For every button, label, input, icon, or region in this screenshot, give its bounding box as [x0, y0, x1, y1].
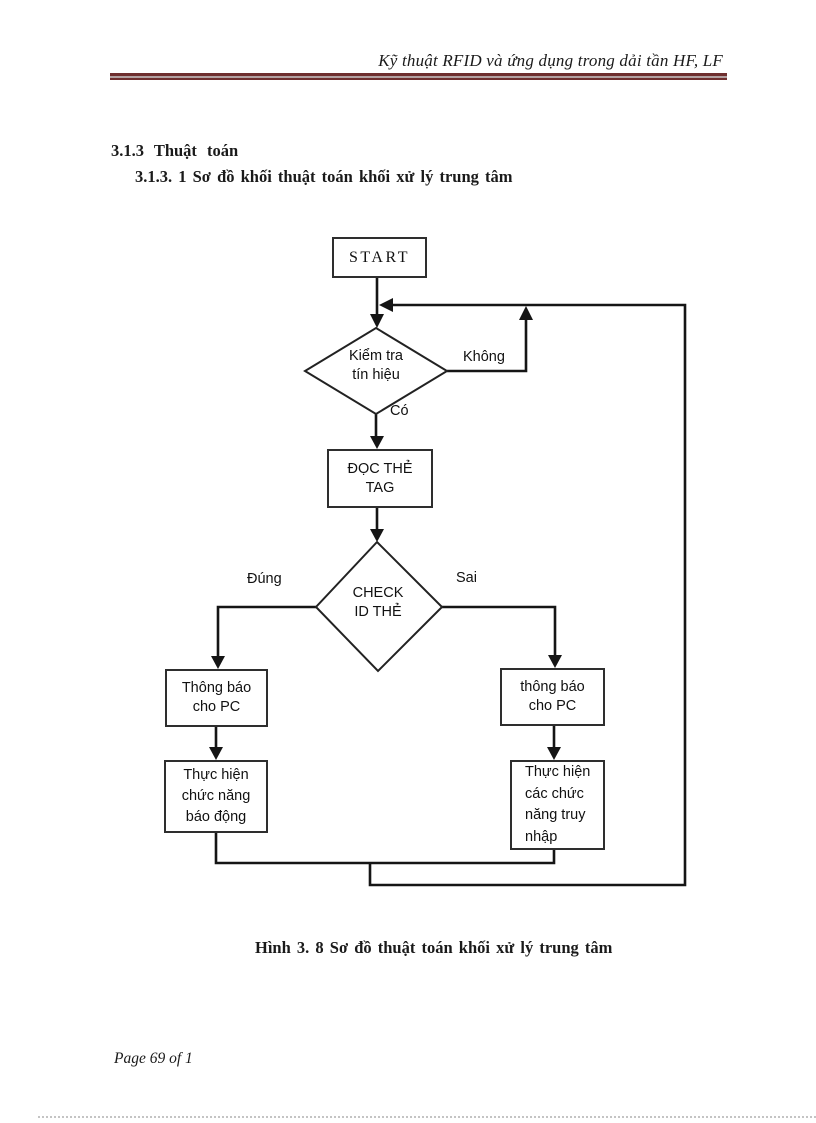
- header-rule: [110, 73, 727, 80]
- figure-caption: Hình 3. 8 Sơ đồ thuật toán khối xử lý tr…: [255, 938, 613, 957]
- read-tag-node: ĐỌC THẺ TAG: [327, 449, 433, 508]
- page-number: Page 69 of 1: [114, 1050, 193, 1067]
- check-id-label: CHECK ID THẺ: [352, 585, 404, 620]
- notify-pc-true-node: Thông báo cho PC: [165, 669, 268, 727]
- check-signal-label: Kiểm tra tín hiệu: [349, 348, 403, 383]
- edge-label-mismatch: Sai: [456, 570, 477, 586]
- notify-pc-false-node: thông báo cho PC: [500, 668, 605, 726]
- bottom-dotted-line: [38, 1116, 816, 1118]
- edge-label-match: Đúng: [247, 571, 282, 587]
- access-node: Thực hiện các chức năng truy nhập: [510, 760, 605, 850]
- subsection-heading: 3.1.3. 1 Sơ đồ khối thuật toán khối xử l…: [135, 167, 513, 186]
- alarm-node: Thực hiện chức năng báo động: [164, 760, 268, 833]
- section-heading: 3.1.3 Thuật toán: [111, 141, 239, 160]
- start-node: START: [332, 237, 427, 278]
- check-signal-diamond: [303, 326, 449, 416]
- check-id-diamond: [314, 540, 444, 673]
- header-title: Kỹ thuật RFID và ứng dụng trong dải tần …: [378, 51, 723, 70]
- edge-label-yes: Có: [390, 403, 409, 419]
- edge-label-no: Không: [463, 349, 505, 365]
